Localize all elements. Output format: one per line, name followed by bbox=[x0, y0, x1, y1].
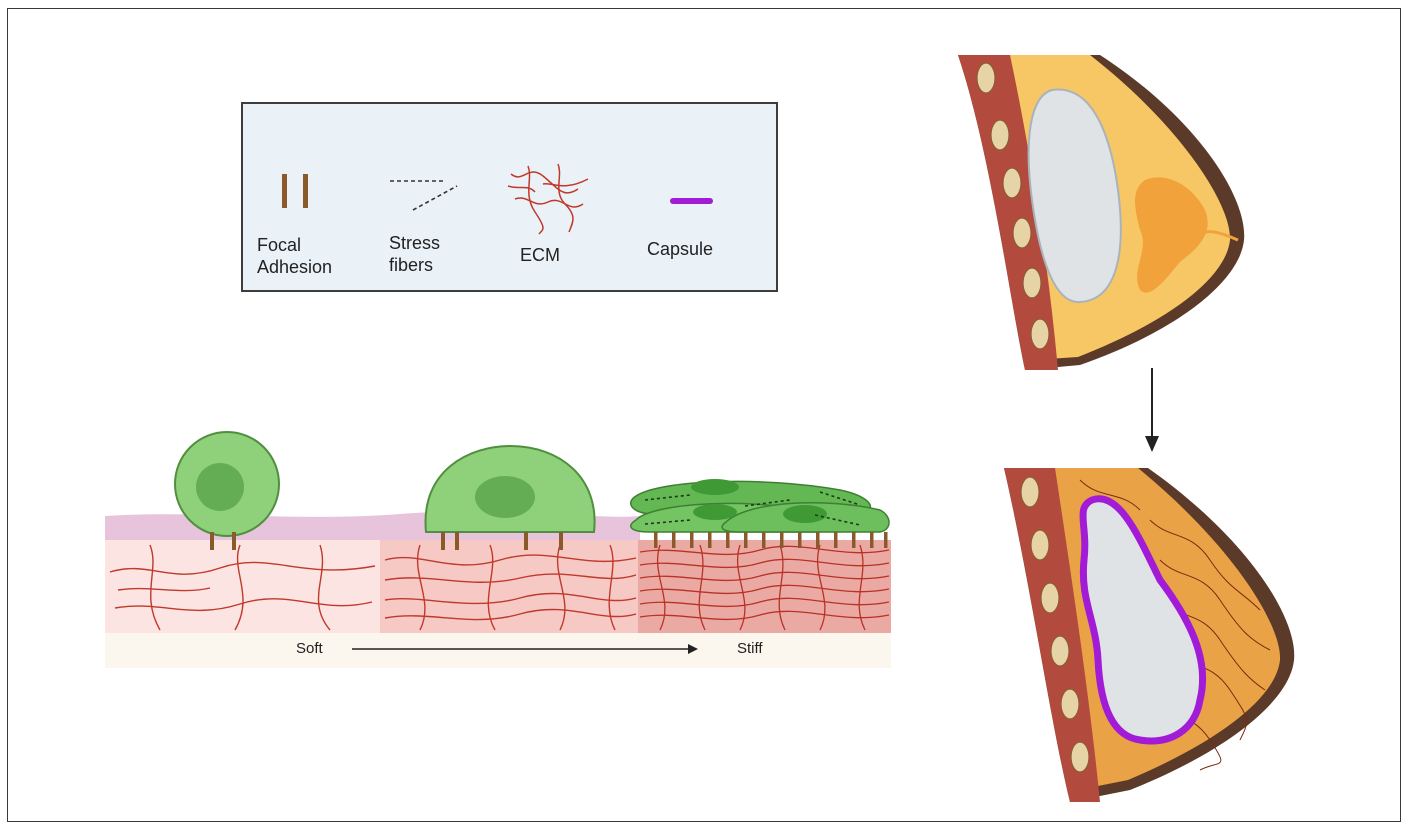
stiffness-label-soft: Soft bbox=[296, 640, 323, 657]
ecm-panel-soft bbox=[105, 540, 380, 633]
cell-cluster-stiff bbox=[631, 479, 889, 548]
focal-adhesion bbox=[210, 532, 214, 550]
ecm-panel-stiff bbox=[638, 540, 891, 633]
progression-arrow bbox=[1145, 368, 1159, 452]
ecm-panel-medium bbox=[380, 540, 638, 633]
focal-adhesion bbox=[232, 532, 236, 550]
nucleus bbox=[196, 463, 244, 511]
stiffness-label-stiff: Stiff bbox=[737, 640, 763, 657]
nucleus bbox=[475, 476, 535, 518]
breast-implant-capsule bbox=[1004, 468, 1294, 802]
breast-implant-normal bbox=[958, 55, 1244, 370]
